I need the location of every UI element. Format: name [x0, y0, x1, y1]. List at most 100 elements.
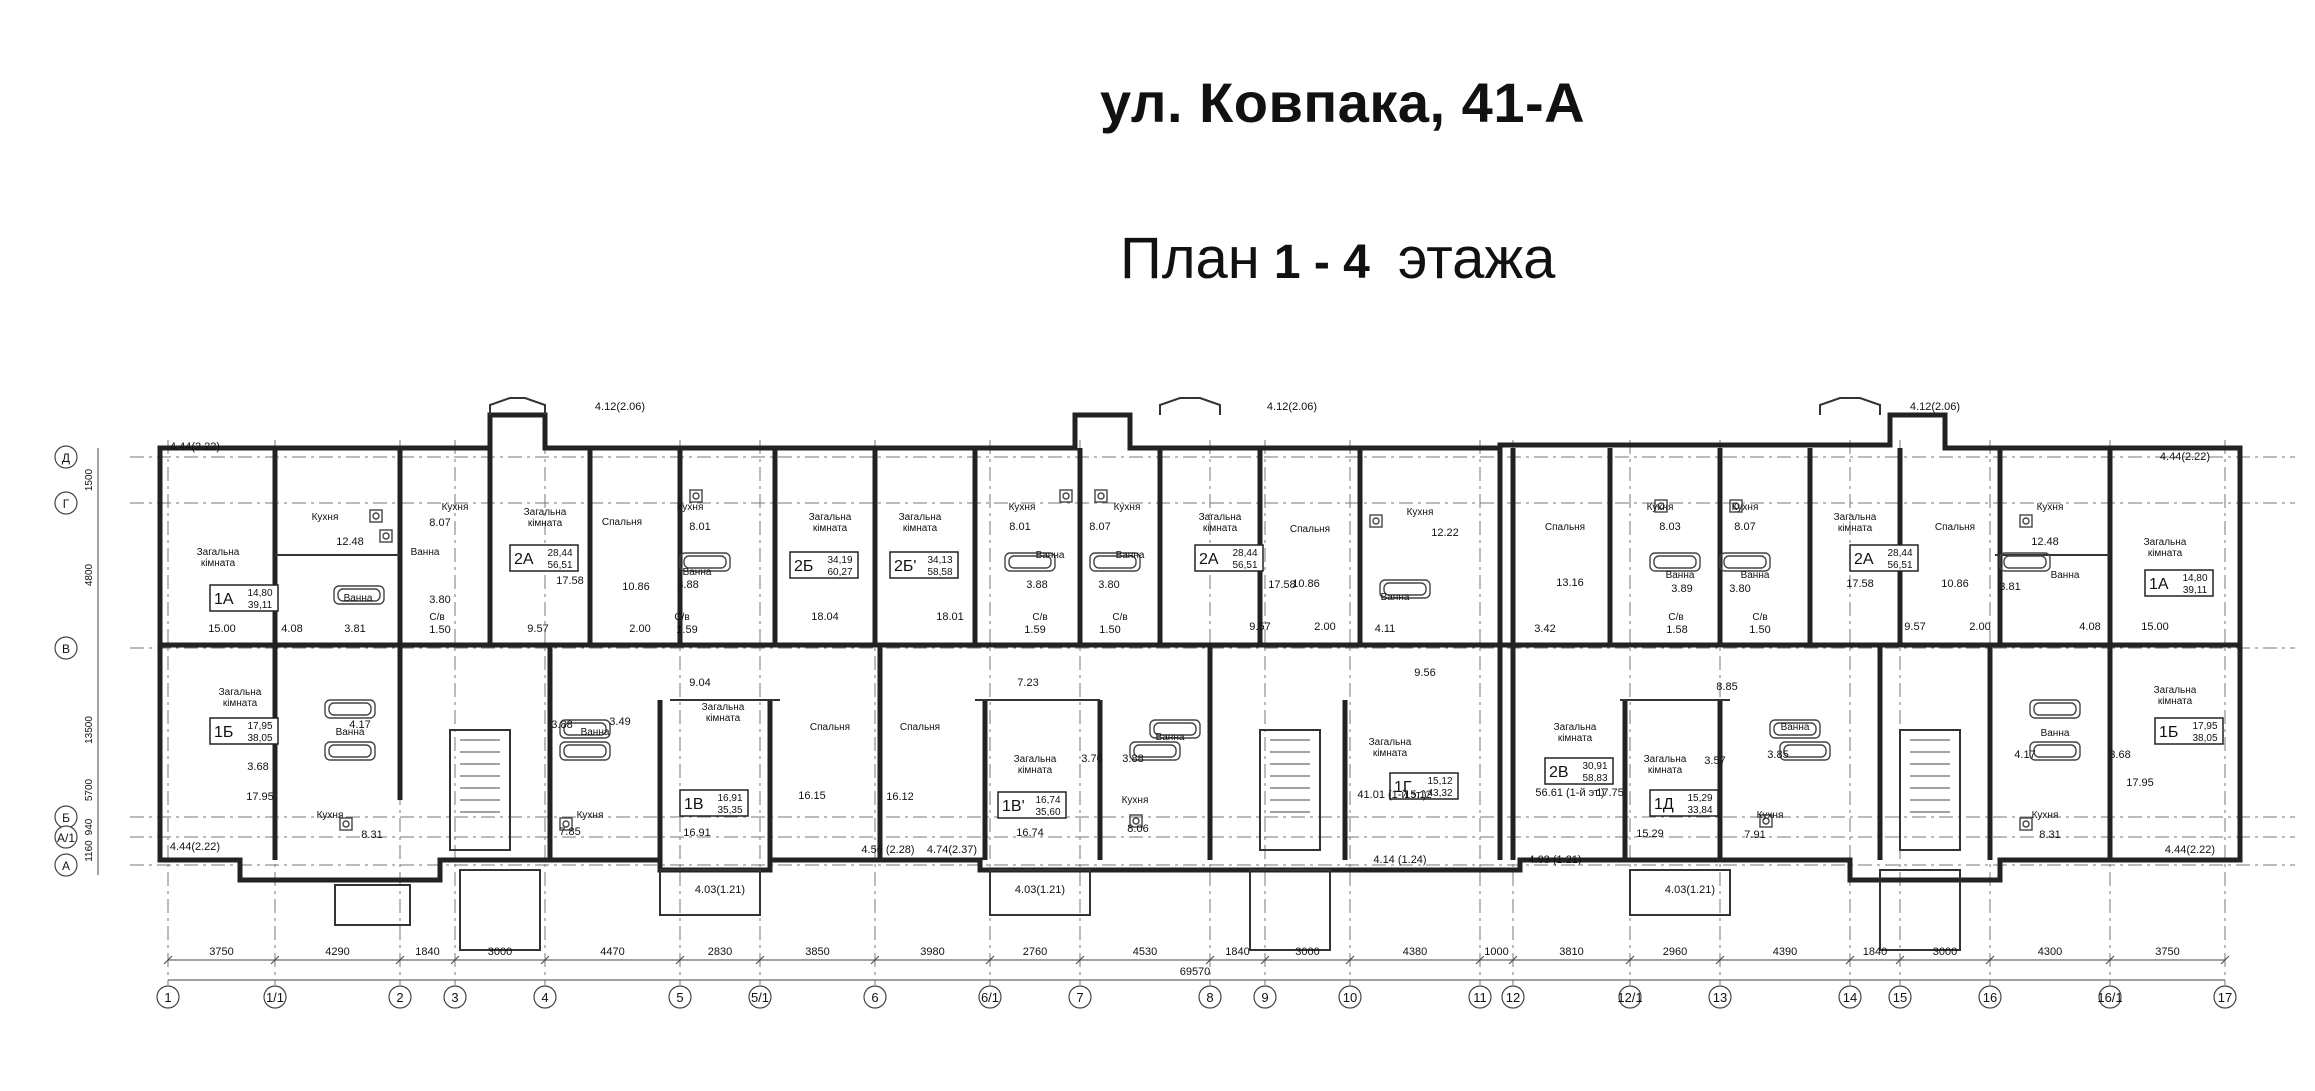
grid-row-marker: В [54, 636, 78, 660]
apartment-living-area: 17,95 [247, 721, 272, 732]
room-label: Кухня [312, 512, 339, 523]
room-area: 8.03 [1659, 521, 1680, 533]
apartment-total-area: 56,51 [547, 560, 572, 571]
room-name: Кухня [2037, 502, 2064, 513]
balcony-area: 4.12(2.06) [595, 401, 645, 413]
room-name: кімната [2158, 696, 2193, 707]
room-name: кімната [813, 523, 848, 534]
room-label: Спальня [1290, 524, 1330, 535]
apartment-code: 1Г [1394, 779, 1412, 796]
room-area: 16.12 [886, 791, 914, 803]
apartment-total-area: 35,60 [1035, 807, 1060, 818]
grid-col-label: 1 [164, 990, 171, 1005]
room-area: 15.12 [1404, 789, 1432, 801]
apartment-living-area: 34,19 [827, 555, 852, 566]
sanitary-fixtures [324, 489, 2081, 831]
building-walls [157, 397, 2243, 883]
apartment-total-area: 58,83 [1582, 773, 1607, 784]
room-area: 3.80 [429, 594, 450, 606]
room-name: Загальна [2144, 537, 2187, 548]
room-label: Кухня [2032, 810, 2059, 821]
grid-row-marker: Б [54, 805, 78, 829]
room-area: 3.88 [551, 719, 572, 731]
room-area: 15.00 [208, 623, 236, 635]
apartment-living-area: 14,80 [247, 588, 272, 599]
room-area: 16.74 [1016, 827, 1044, 839]
apartment-code: 2А [1199, 551, 1219, 568]
grid-col-marker: 1 [156, 985, 180, 1009]
col-dimension: 1840 [415, 946, 439, 958]
room-name: кімната [1558, 733, 1593, 744]
room-area: 7.23 [1017, 677, 1038, 689]
bathtub [1649, 552, 1701, 572]
room-name: Загальна [2154, 685, 2197, 696]
room-area: 3.70 [1081, 753, 1102, 765]
apartment-code: 2А [514, 551, 534, 568]
room-name: Ванна [1116, 550, 1145, 561]
balcony-area: 4.74(2.37) [927, 844, 977, 856]
grid-row-marker: Д [54, 445, 78, 469]
room-name: Кухня [1407, 507, 1434, 518]
room-name: Кухня [677, 502, 704, 513]
room-name: Загальна [197, 547, 240, 558]
room-area: 3.80 [1729, 583, 1750, 595]
room-name: кімната [1648, 765, 1683, 776]
balcony-area: 4.12(2.06) [1267, 401, 1317, 413]
subtitle-suffix: этажа [1397, 226, 1556, 291]
stove [559, 817, 573, 831]
apartment-total-area: 58,58 [927, 567, 952, 578]
room-name: Загальна [702, 702, 745, 713]
room-labels: ЗагальнакімнатаКухняВаннаС/вКухняВаннаЗа… [197, 502, 2197, 821]
stove [2019, 514, 2033, 528]
bathtub [1779, 741, 1831, 761]
bathtub [1129, 741, 1181, 761]
room-label: Ванна [411, 547, 440, 558]
apartment-code: 1В [684, 796, 704, 813]
room-area: 17.95 [246, 791, 274, 803]
room-name: Спальня [810, 722, 850, 733]
room-name: С/в [429, 612, 444, 623]
apartment-total-area: 35,35 [717, 805, 742, 816]
room-area: 1.58 [1666, 624, 1687, 636]
room-area: 13.16 [1556, 577, 1584, 589]
apartment-code: 1А [214, 591, 234, 608]
room-name: Ванна [411, 547, 440, 558]
room-area: 41.01 (1-й эт.) [1357, 789, 1426, 801]
room-label: Кухня [1009, 502, 1036, 513]
bathtub [1999, 552, 2051, 572]
grid-col-marker: 7 [1068, 985, 1092, 1009]
room-name: Загальна [1554, 722, 1597, 733]
room-area: 8.31 [2039, 829, 2060, 841]
bathtub [1004, 552, 1056, 572]
room-area: 12.48 [2031, 536, 2059, 548]
room-area: 12.48 [336, 536, 364, 548]
room-label: Кухня [1407, 507, 1434, 518]
grid-col-label: 7 [1076, 990, 1083, 1005]
room-area: 4.08 [281, 623, 302, 635]
bathtub [1089, 552, 1141, 572]
bathtub [1149, 719, 1201, 739]
room-area: 3.80 [1098, 579, 1119, 591]
room-name: Загальна [1644, 754, 1687, 765]
apartment-code: 1В' [1002, 798, 1025, 815]
grid-col-marker: 11 [1468, 985, 1492, 1009]
grid-col-label: 8 [1206, 990, 1213, 1005]
room-area: 56.61 (1-й эт.) [1535, 787, 1604, 799]
stove [369, 509, 383, 523]
grid-col-label: 12/1 [1617, 990, 1642, 1005]
apartment-total-area: 39,11 [248, 600, 273, 611]
room-area: 4.08 [2079, 621, 2100, 633]
apartment-living-area: 16,91 [717, 793, 742, 804]
apartment-living-area: 16,74 [1035, 795, 1060, 806]
room-area: 18.01 [936, 611, 964, 623]
apartment-living-area: 28,44 [1887, 548, 1912, 559]
room-label: Кухня [442, 502, 469, 513]
room-area: 8.07 [429, 517, 450, 529]
apartment-code: 2Б' [894, 558, 916, 575]
